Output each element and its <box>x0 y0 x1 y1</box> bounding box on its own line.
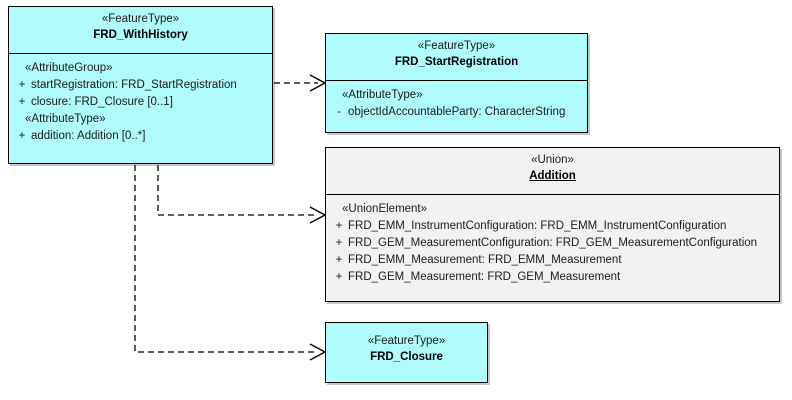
attribute-text: objectIdAccountableParty: CharacterStrin… <box>348 106 566 118</box>
attribute-group-label: «AttributeType» <box>342 89 423 101</box>
visibility-marker: + <box>335 237 343 249</box>
attribute-row[interactable]: + closure: FRD_Closure [0..1] <box>13 94 268 111</box>
visibility-marker: + <box>18 79 26 91</box>
dependency-withhistory-to-startregistration <box>274 74 327 92</box>
attribute-row[interactable]: + FRD_EMM_Measurement: FRD_EMM_Measureme… <box>330 252 775 269</box>
class-stereotype: «Union» <box>531 154 574 166</box>
class-name: FRD_Closure <box>370 351 443 363</box>
attribute-row[interactable]: + addition: Addition [0..*] <box>13 128 268 145</box>
class-name: FRD_StartRegistration <box>394 56 519 68</box>
visibility-marker: + <box>335 254 343 266</box>
attribute-row[interactable]: + FRD_EMM_InstrumentConfiguration: FRD_E… <box>330 218 775 235</box>
attribute-text: FRD_EMM_Measurement: FRD_EMM_Measurement <box>348 254 622 266</box>
attribute-text: closure: FRD_Closure [0..1] <box>31 96 173 108</box>
class-box-frd-closure[interactable]: «FeatureType» FRD_Closure <box>325 322 488 383</box>
attribute-text: FRD_EMM_InstrumentConfiguration: FRD_EMM… <box>348 220 727 232</box>
class-header-frd-withhistory: «FeatureType» FRD_WithHistory <box>9 7 272 54</box>
visibility-marker: + <box>335 271 343 283</box>
visibility-marker: - <box>337 106 341 118</box>
class-stereotype: «FeatureType» <box>417 40 496 52</box>
attribute-row[interactable]: + FRD_GEM_Measurement: FRD_GEM_Measureme… <box>330 269 775 286</box>
class-box-frd-withhistory[interactable]: «FeatureType» FRD_WithHistory «Attribute… <box>8 6 273 164</box>
class-box-frd-startregistration[interactable]: «FeatureType» FRD_StartRegistration «Att… <box>325 33 588 133</box>
attribute-text: FRD_GEM_Measurement: FRD_GEM_Measurement <box>348 271 621 283</box>
visibility-marker: + <box>18 96 26 108</box>
visibility-marker: + <box>335 220 343 232</box>
attribute-group-label: «UnionElement» <box>342 203 428 215</box>
dependency-withhistory-to-addition <box>157 165 327 224</box>
attribute-row[interactable]: - objectIdAccountableParty: CharacterStr… <box>330 104 583 121</box>
attribute-group-label: «AttributeType» <box>25 113 106 125</box>
attribute-row[interactable]: + FRD_GEM_MeasurementConfiguration: FRD_… <box>330 235 775 252</box>
class-name: Addition <box>529 170 576 182</box>
class-body-frd-startregistration: «AttributeType» - objectIdAccountablePar… <box>326 81 587 127</box>
class-body-frd-withhistory: «AttributeGroup» + startRegistration: FR… <box>9 54 272 151</box>
attribute-text: startRegistration: FRD_StartRegistration <box>31 79 237 91</box>
visibility-marker: + <box>18 130 26 142</box>
class-header-addition: «Union» Addition <box>326 148 779 195</box>
class-stereotype: «FeatureType» <box>367 335 446 347</box>
dependency-withhistory-to-closure <box>134 165 327 361</box>
attribute-row[interactable]: + startRegistration: FRD_StartRegistrati… <box>13 77 268 94</box>
attribute-group-label: «AttributeGroup» <box>25 62 113 74</box>
class-box-addition[interactable]: «Union» Addition «UnionElement» + FRD_EM… <box>325 147 780 302</box>
class-header-frd-startregistration: «FeatureType» FRD_StartRegistration <box>326 34 587 81</box>
class-body-addition: «UnionElement» + FRD_EMM_InstrumentConfi… <box>326 195 779 292</box>
attribute-text: FRD_GEM_MeasurementConfiguration: FRD_GE… <box>348 237 758 249</box>
class-name: FRD_WithHistory <box>93 29 188 41</box>
class-header-frd-closure: «FeatureType» FRD_Closure <box>326 323 487 371</box>
class-stereotype: «FeatureType» <box>101 13 180 25</box>
attribute-text: addition: Addition [0..*] <box>31 130 146 142</box>
